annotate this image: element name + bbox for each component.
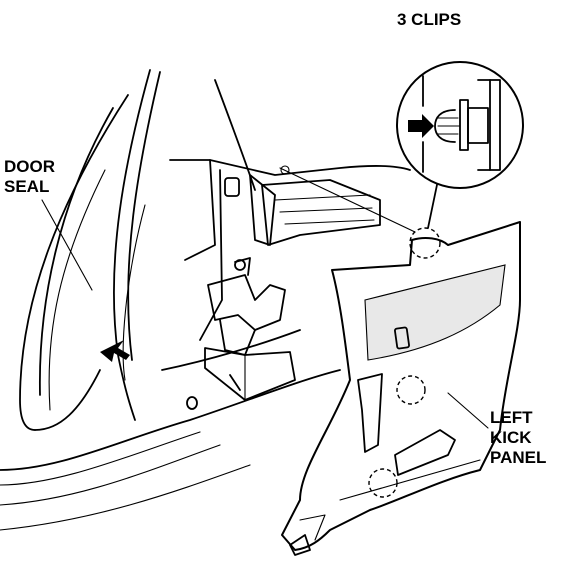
seal-arrow-icon	[100, 340, 130, 362]
kick-panel-label-line-1: LEFT	[490, 408, 533, 427]
door-seal-leader	[41, 199, 93, 291]
clip-location-2	[396, 375, 426, 405]
kick-panel-leader	[447, 392, 489, 429]
clips-label: 3 CLIPS	[397, 10, 462, 29]
clip-location-3	[368, 468, 398, 498]
clip-detail-leader	[279, 167, 416, 233]
kick-panel-label: LEFT KICK PANEL	[490, 408, 546, 468]
door-seal-label-line-2: SEAL	[4, 177, 50, 196]
kick-panel-label-line-2: KICK	[490, 428, 532, 447]
kick-panel-label-line-3: PANEL	[490, 448, 547, 467]
door-seal-label: DOOR SEAL	[4, 157, 55, 197]
clip-arrow-icon	[408, 114, 434, 138]
clip-detail-magnifier	[396, 61, 524, 189]
magnifier-stem	[427, 179, 439, 229]
release-lever	[204, 179, 381, 401]
left-kick-panel	[281, 221, 521, 556]
body-sill	[0, 329, 341, 531]
clip-location-1	[409, 227, 441, 259]
door-seal-label-line-1: DOOR	[4, 157, 55, 176]
door-frame	[19, 69, 161, 431]
